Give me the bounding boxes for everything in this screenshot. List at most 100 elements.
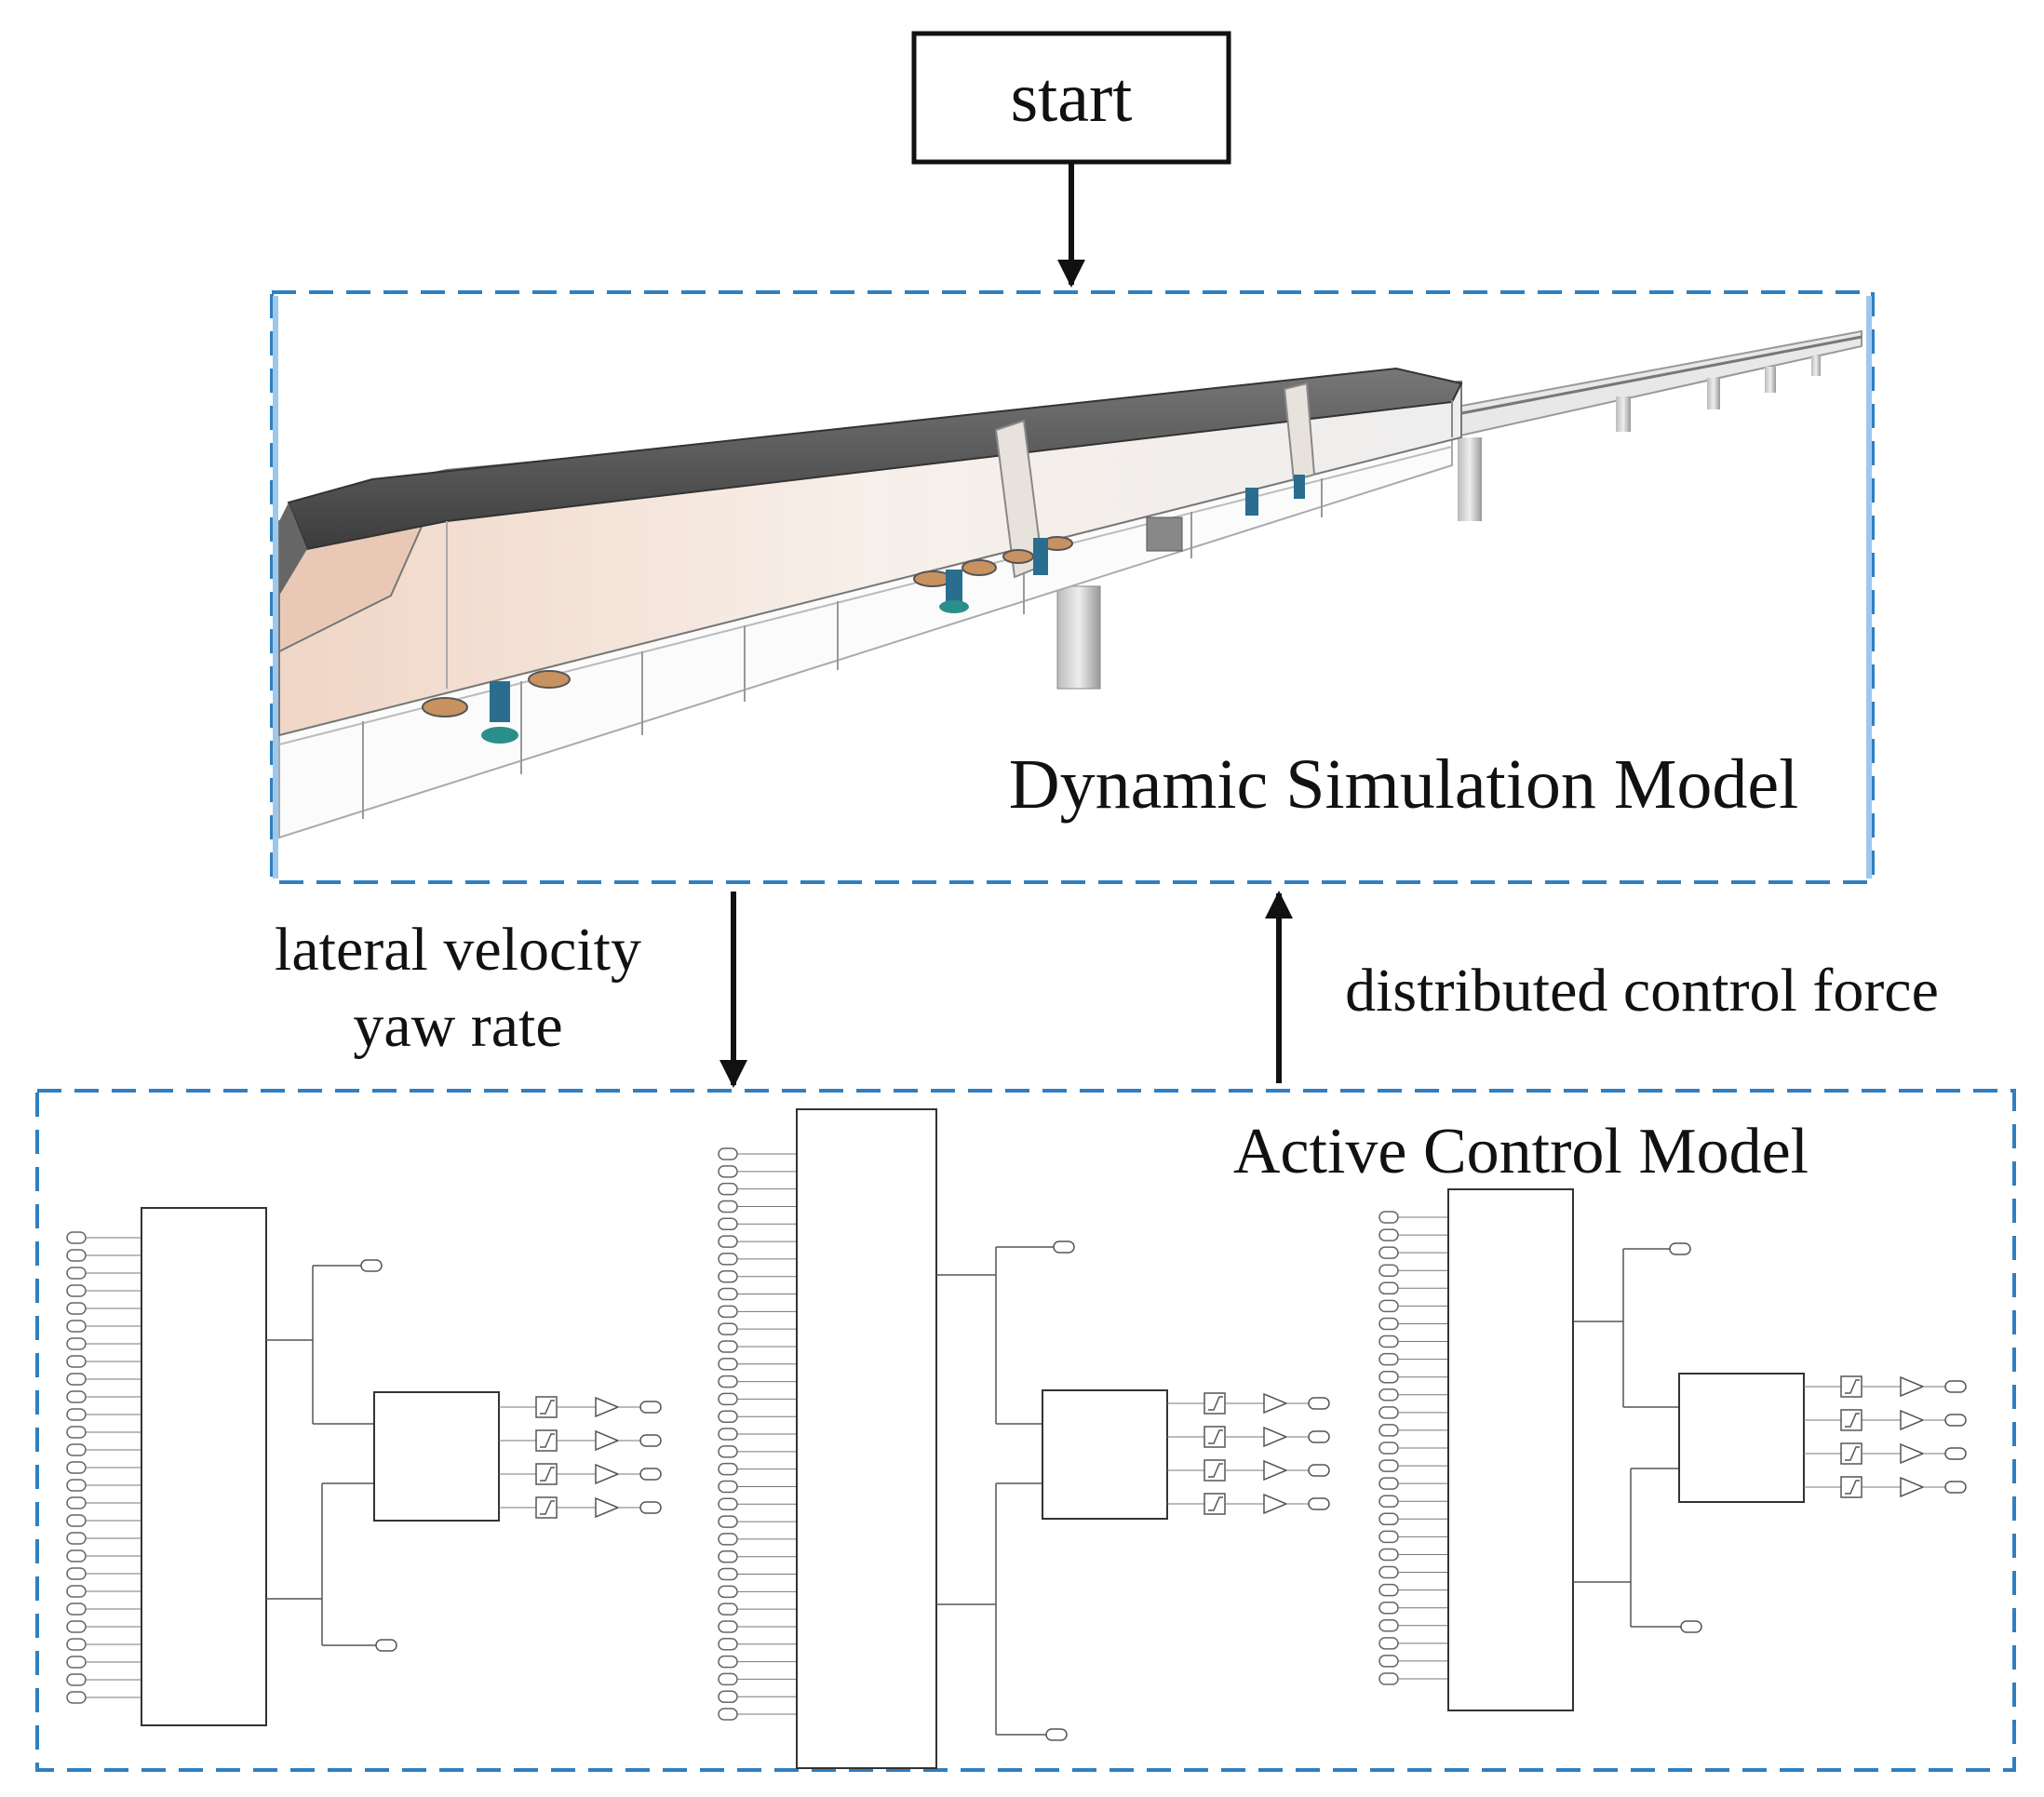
input-port [718, 1253, 738, 1266]
input-port [1378, 1211, 1399, 1224]
output-port [639, 1401, 662, 1414]
input-port [718, 1445, 738, 1458]
input-port [718, 1672, 738, 1686]
input-port [66, 1267, 87, 1280]
input-port [718, 1708, 738, 1721]
input-port [718, 1287, 738, 1301]
input-port [66, 1231, 87, 1244]
input-port [1378, 1495, 1399, 1508]
input-port [66, 1514, 87, 1527]
down-arrow-label-line2: yaw rate [353, 992, 562, 1060]
input-port [1378, 1370, 1399, 1384]
input-port [66, 1549, 87, 1562]
input-port [718, 1410, 738, 1423]
saturation-symbol [1208, 1463, 1223, 1478]
input-port [66, 1603, 87, 1616]
control-block-diagram-1 [66, 1207, 662, 1726]
input-port-group-2 [718, 1147, 797, 1721]
input-port [1378, 1317, 1399, 1331]
gain-block [1900, 1442, 1925, 1465]
input-port [1378, 1619, 1399, 1632]
input-port-group-1 [66, 1231, 141, 1704]
input-port [66, 1249, 87, 1262]
input-port [718, 1603, 738, 1616]
output-chain-group-1 [499, 1396, 662, 1519]
saturation-symbol [540, 1500, 555, 1515]
output-port [1308, 1430, 1330, 1443]
input-port [718, 1638, 738, 1651]
output-port [1944, 1481, 1967, 1494]
input-port [1378, 1655, 1399, 1668]
gain-block [1263, 1459, 1288, 1482]
input-port [718, 1480, 738, 1494]
input-port-group-3 [1378, 1211, 1448, 1685]
input-port [718, 1322, 738, 1335]
input-port [718, 1358, 738, 1371]
input-port [1378, 1459, 1399, 1472]
dynamic-simulation-box: Dynamic Simulation Model [270, 290, 1875, 884]
input-port [718, 1428, 738, 1441]
train-model-illustration [278, 329, 1862, 839]
input-port [718, 1620, 738, 1633]
control-block-diagram-3 [1378, 1188, 1967, 1711]
input-port [718, 1533, 738, 1546]
input-port [718, 1217, 738, 1230]
input-port [66, 1585, 87, 1598]
input-port [718, 1340, 738, 1353]
input-port [718, 1585, 738, 1599]
input-port [1378, 1637, 1399, 1650]
input-port [1378, 1246, 1399, 1259]
gain-block [1900, 1409, 1925, 1431]
saturation-symbol [1208, 1496, 1223, 1511]
input-port [66, 1673, 87, 1686]
input-port [1378, 1583, 1399, 1597]
bogie-group [422, 475, 1305, 744]
input-port [718, 1655, 738, 1669]
input-port [66, 1390, 87, 1403]
input-port [1378, 1388, 1399, 1401]
output-port [639, 1468, 662, 1481]
input-port [66, 1532, 87, 1545]
output-port [639, 1434, 662, 1447]
input-port [718, 1200, 738, 1214]
input-port [66, 1337, 87, 1350]
output-port [639, 1501, 662, 1514]
output-chain-group-2 [1167, 1392, 1330, 1515]
input-port [1378, 1672, 1399, 1685]
input-port [1378, 1565, 1399, 1579]
active-control-box: Active Control Model [35, 1089, 2016, 1772]
input-port [66, 1620, 87, 1633]
input-port [1378, 1281, 1399, 1295]
gain-block [595, 1429, 620, 1452]
input-port [66, 1479, 87, 1492]
input-port [1378, 1512, 1399, 1526]
input-port [718, 1497, 738, 1510]
gain-block [1263, 1392, 1288, 1415]
gain-block [1263, 1493, 1288, 1515]
input-port [66, 1496, 87, 1509]
input-port [718, 1182, 738, 1196]
input-port [66, 1302, 87, 1315]
input-port [718, 1549, 738, 1563]
input-port [1378, 1477, 1399, 1490]
saturation-symbol [1845, 1379, 1860, 1394]
input-port [66, 1373, 87, 1386]
saturation-symbol [540, 1400, 555, 1415]
input-port [66, 1408, 87, 1421]
control-block-diagram-2 [718, 1108, 1330, 1769]
input-port [1378, 1601, 1399, 1615]
input-port [66, 1567, 87, 1580]
output-port [1308, 1497, 1330, 1510]
saturation-symbol [1845, 1480, 1860, 1495]
gain-block [1900, 1476, 1925, 1498]
input-port [718, 1567, 738, 1581]
gain-block [595, 1396, 620, 1418]
input-port [66, 1320, 87, 1333]
input-port [66, 1656, 87, 1669]
active-control-label: Active Control Model [1233, 1116, 1809, 1187]
output-chain-group-3 [1804, 1375, 1967, 1498]
input-port [1378, 1406, 1399, 1419]
input-port [66, 1284, 87, 1297]
input-port [718, 1147, 738, 1160]
